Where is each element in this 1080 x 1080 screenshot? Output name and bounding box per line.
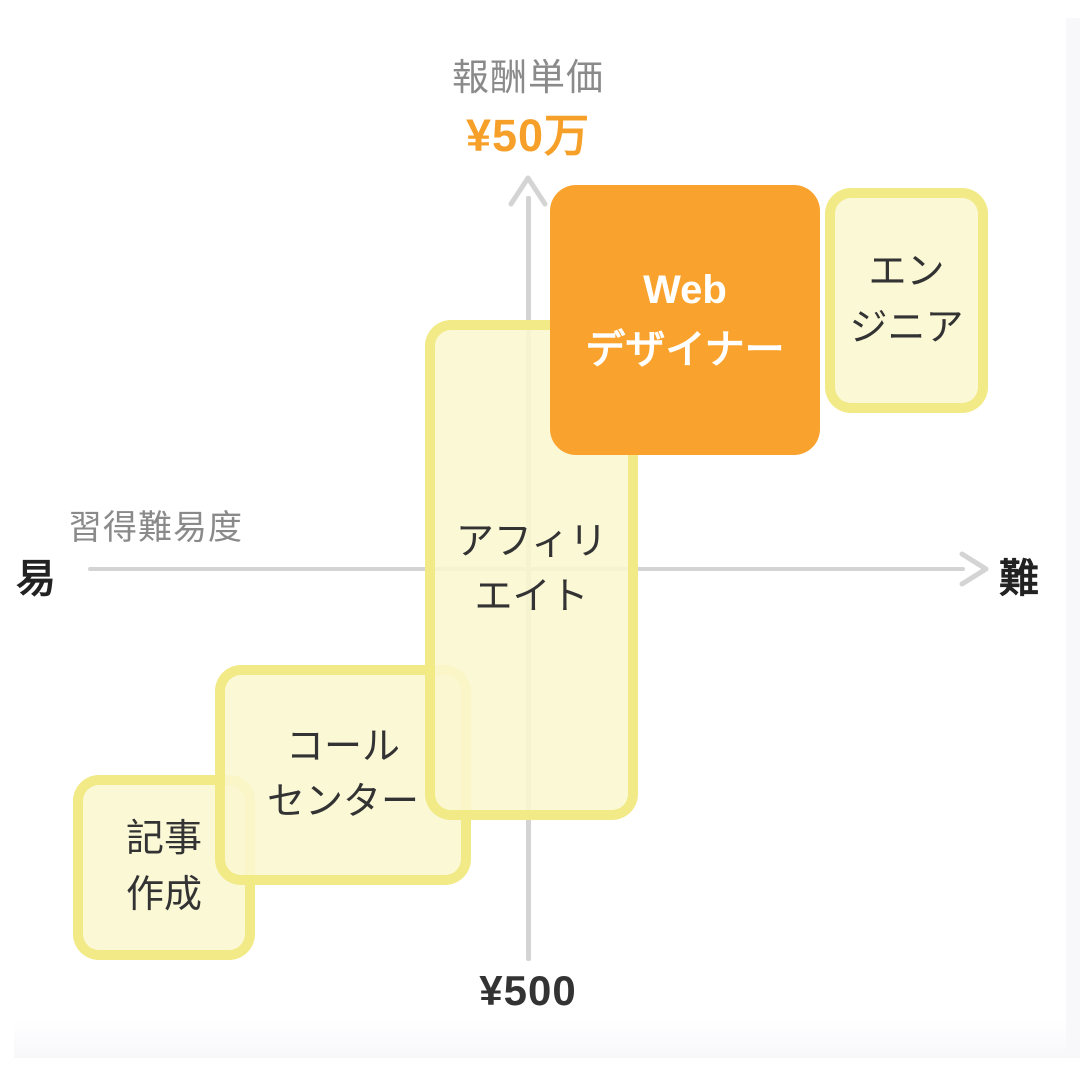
x-axis-title: 習得難易度 bbox=[68, 509, 243, 547]
y-axis-arrow-icon bbox=[505, 172, 551, 210]
job-label-line2: センター bbox=[266, 781, 419, 823]
x-axis-arrow-icon bbox=[958, 548, 992, 590]
job-label-line1: コール bbox=[285, 725, 400, 768]
job-label-line2: デザイナー bbox=[585, 328, 785, 372]
y-axis-min-value: ¥500 bbox=[479, 967, 577, 1014]
y-axis-max-value: ¥50万 bbox=[465, 110, 591, 161]
job-label-line1: Web bbox=[643, 268, 727, 312]
job-label-line2: ジニア bbox=[849, 306, 964, 349]
x-axis-low-label: 易 bbox=[16, 557, 56, 601]
job-box-web-designer[interactable]: Web デザイナー bbox=[550, 185, 820, 455]
x-axis-high-label: 難 bbox=[999, 557, 1039, 601]
job-label-line1: 記事 bbox=[125, 818, 202, 861]
job-box-engineer[interactable]: エン ジニア bbox=[825, 188, 988, 413]
page-edge-bottom bbox=[14, 1020, 1066, 1058]
job-label-line1: アフィリ bbox=[455, 520, 608, 563]
y-axis-title: 報酬単価 bbox=[452, 57, 604, 98]
job-label-line1: エン bbox=[868, 251, 945, 294]
job-label-line2: 作成 bbox=[125, 873, 202, 916]
job-label-line2: エイト bbox=[474, 576, 589, 618]
page-edge-right bbox=[1066, 18, 1080, 1058]
